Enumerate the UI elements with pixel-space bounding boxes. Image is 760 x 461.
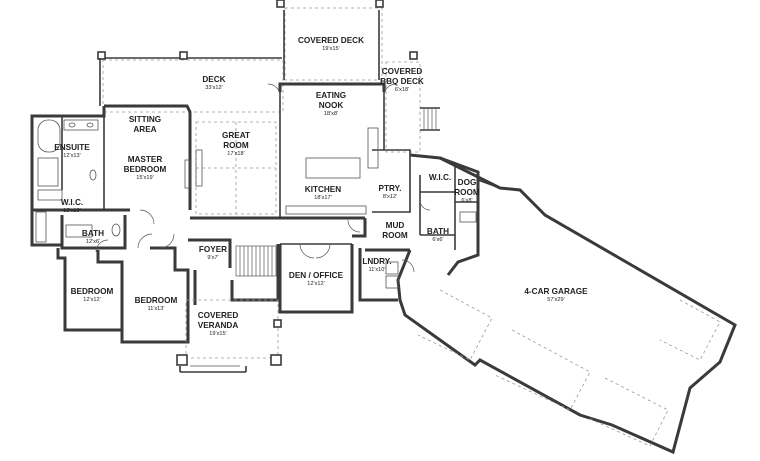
door-swings	[95, 83, 431, 273]
garage-name: 4-CAR GARAGE	[524, 287, 588, 296]
bedroom-2-name: BEDROOM	[135, 296, 178, 305]
eating-nook-dim: 18'x8'	[324, 111, 338, 117]
foyer-dim: 9'x7'	[207, 255, 218, 261]
kitchen-dim: 18'x17'	[314, 195, 331, 201]
staircase	[235, 245, 277, 277]
covered-deck-structure	[276, 0, 384, 81]
mud-room-name-2: ROOM	[382, 231, 408, 240]
master-bedroom-dim: 15'x19'	[136, 175, 153, 181]
sitting-area-name-2: AREA	[133, 125, 156, 134]
bedroom-1-name: BEDROOM	[71, 287, 114, 296]
bath-1-name: BATH	[82, 229, 104, 238]
great-room-dim: 17'x18'	[227, 151, 244, 157]
deck-dim: 33'x12'	[205, 85, 222, 91]
deck-structure	[97, 51, 284, 113]
bedroom-2-dim: 11'x13'	[148, 306, 165, 312]
den-office-dim: 12'x12'	[307, 281, 324, 287]
dog-room-dim: 6'x8'	[461, 198, 472, 204]
master-bedroom-name-2: BEDROOM	[124, 165, 167, 174]
bath-2-name: BATH	[427, 227, 449, 236]
sitting-area-name-1: SITTING	[129, 115, 161, 124]
pantry-dim: 8'x12'	[383, 194, 397, 200]
bath-2-dim: 6'x6'	[432, 237, 443, 243]
room-labels: COVERED DECK 19'x15' DECK 33'x12' COVERE…	[54, 36, 588, 337]
veranda-structure	[176, 299, 282, 373]
great-room-name-1: GREAT	[222, 131, 250, 140]
covered-veranda-name-2: VERANDA	[198, 321, 239, 330]
ensuite-dim: 12'x13'	[63, 153, 80, 159]
covered-deck-dim: 19'x15'	[322, 46, 339, 52]
garage-dim: 57'x29'	[547, 297, 564, 303]
pantry-name: PTRY.	[379, 184, 402, 193]
kitchen-name: KITCHEN	[305, 185, 341, 194]
laundry-name: LNDRY.	[362, 257, 391, 266]
dog-room-name-2: ROOM	[454, 188, 480, 197]
dog-room-name-1: DOG	[458, 178, 477, 187]
covered-veranda-dim: 19'x15'	[209, 331, 226, 337]
garage-walls	[396, 156, 737, 455]
covered-bbq-deck-name-1: COVERED	[382, 67, 423, 76]
wic-2-name: W.I.C.	[429, 173, 451, 182]
foyer-name: FOYER	[199, 245, 227, 254]
covered-bbq-deck-dim: 6'x18'	[395, 87, 409, 93]
master-bedroom-name-1: MASTER	[128, 155, 163, 164]
bath-1-dim: 12'x6'	[86, 239, 100, 245]
eating-nook-name-1: EATING	[316, 91, 346, 100]
den-office-name: DEN / OFFICE	[289, 271, 344, 280]
wic-1-dim: 12'x10'	[63, 208, 80, 214]
bedroom-1-dim: 12'x12'	[83, 297, 100, 303]
ensuite-name: ENSUITE	[54, 143, 90, 152]
mud-room-name-1: MUD	[386, 221, 405, 230]
bbq-deck-structure	[385, 51, 440, 153]
eating-nook-name-2: NOOK	[319, 101, 344, 110]
covered-veranda-name-1: COVERED	[198, 311, 239, 320]
wic-1-name: W.I.C.	[61, 198, 83, 207]
covered-bbq-deck-name-2: BBQ DECK	[380, 77, 424, 86]
fixtures	[35, 119, 477, 289]
great-room-name-2: ROOM	[223, 141, 249, 150]
house-walls	[30, 82, 480, 344]
deck-name: DECK	[202, 75, 225, 84]
covered-deck-name: COVERED DECK	[298, 36, 364, 45]
laundry-dim: 11'x10'	[369, 267, 386, 273]
